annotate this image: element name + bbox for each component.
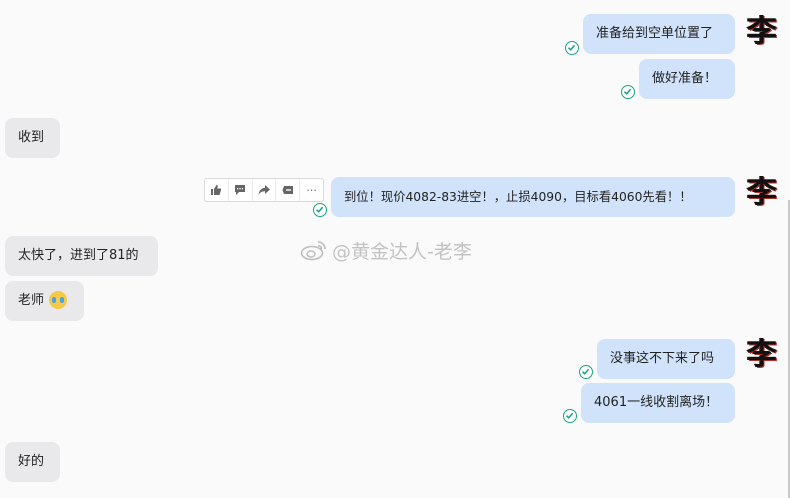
sender-avatar[interactable]: 李 — [747, 337, 777, 372]
message-text: 准备给到空单位置了 — [596, 26, 714, 41]
my-message-bubble[interactable]: 准备给到空单位置了 — [583, 14, 735, 54]
comment-icon[interactable] — [229, 179, 253, 201]
crying-emoji-icon — [49, 290, 68, 309]
message-text: 没事这不下来了吗 — [610, 351, 715, 366]
more-icon[interactable]: ··· — [306, 183, 317, 197]
sender-avatar[interactable]: 李 — [747, 14, 777, 49]
sent-status-icon — [313, 203, 327, 217]
thumbs-up-icon[interactable] — [205, 179, 229, 201]
received-message-bubble[interactable]: 收到 — [5, 118, 60, 158]
message-text: 好的 — [18, 454, 45, 469]
message-text: 收到 — [18, 130, 45, 145]
my-message-bubble[interactable]: 没事这不下来了吗 — [597, 339, 735, 379]
message-action-toolbar: ··· — [204, 178, 324, 202]
weibo-logo-icon — [300, 241, 326, 261]
share-icon[interactable] — [253, 179, 277, 201]
message-text: 4061一线收割离场！ — [594, 395, 719, 410]
weibo-watermark: @黄金达人-老李 — [300, 236, 472, 264]
my-message-bubble[interactable]: 做好准备！ — [639, 59, 735, 99]
watermark-text: @黄金达人-老李 — [332, 240, 472, 263]
sent-status-icon — [565, 41, 579, 55]
message-text: 太快了，进到了81的 — [18, 248, 139, 263]
message-text: 老师 — [18, 293, 45, 308]
received-message-bubble[interactable]: 老师 — [5, 281, 84, 321]
sent-status-icon — [563, 409, 577, 423]
received-message-bubble[interactable]: 太快了，进到了81的 — [5, 236, 158, 276]
quote-icon[interactable] — [276, 179, 301, 201]
sender-avatar[interactable]: 李 — [747, 175, 777, 210]
message-text: 到位！现价4082-83进空！，止损4090，目标看4060先看！！ — [344, 190, 692, 204]
received-message-bubble[interactable]: 好的 — [5, 442, 60, 482]
my-message-bubble[interactable]: 4061一线收割离场！ — [581, 383, 735, 423]
sent-status-icon — [621, 85, 635, 99]
message-text: 做好准备！ — [652, 71, 718, 86]
my-message-bubble[interactable]: 到位！现价4082-83进空！，止损4090，目标看4060先看！！ — [331, 177, 735, 217]
sent-status-icon — [579, 365, 593, 379]
scrollbar[interactable] — [788, 200, 790, 498]
